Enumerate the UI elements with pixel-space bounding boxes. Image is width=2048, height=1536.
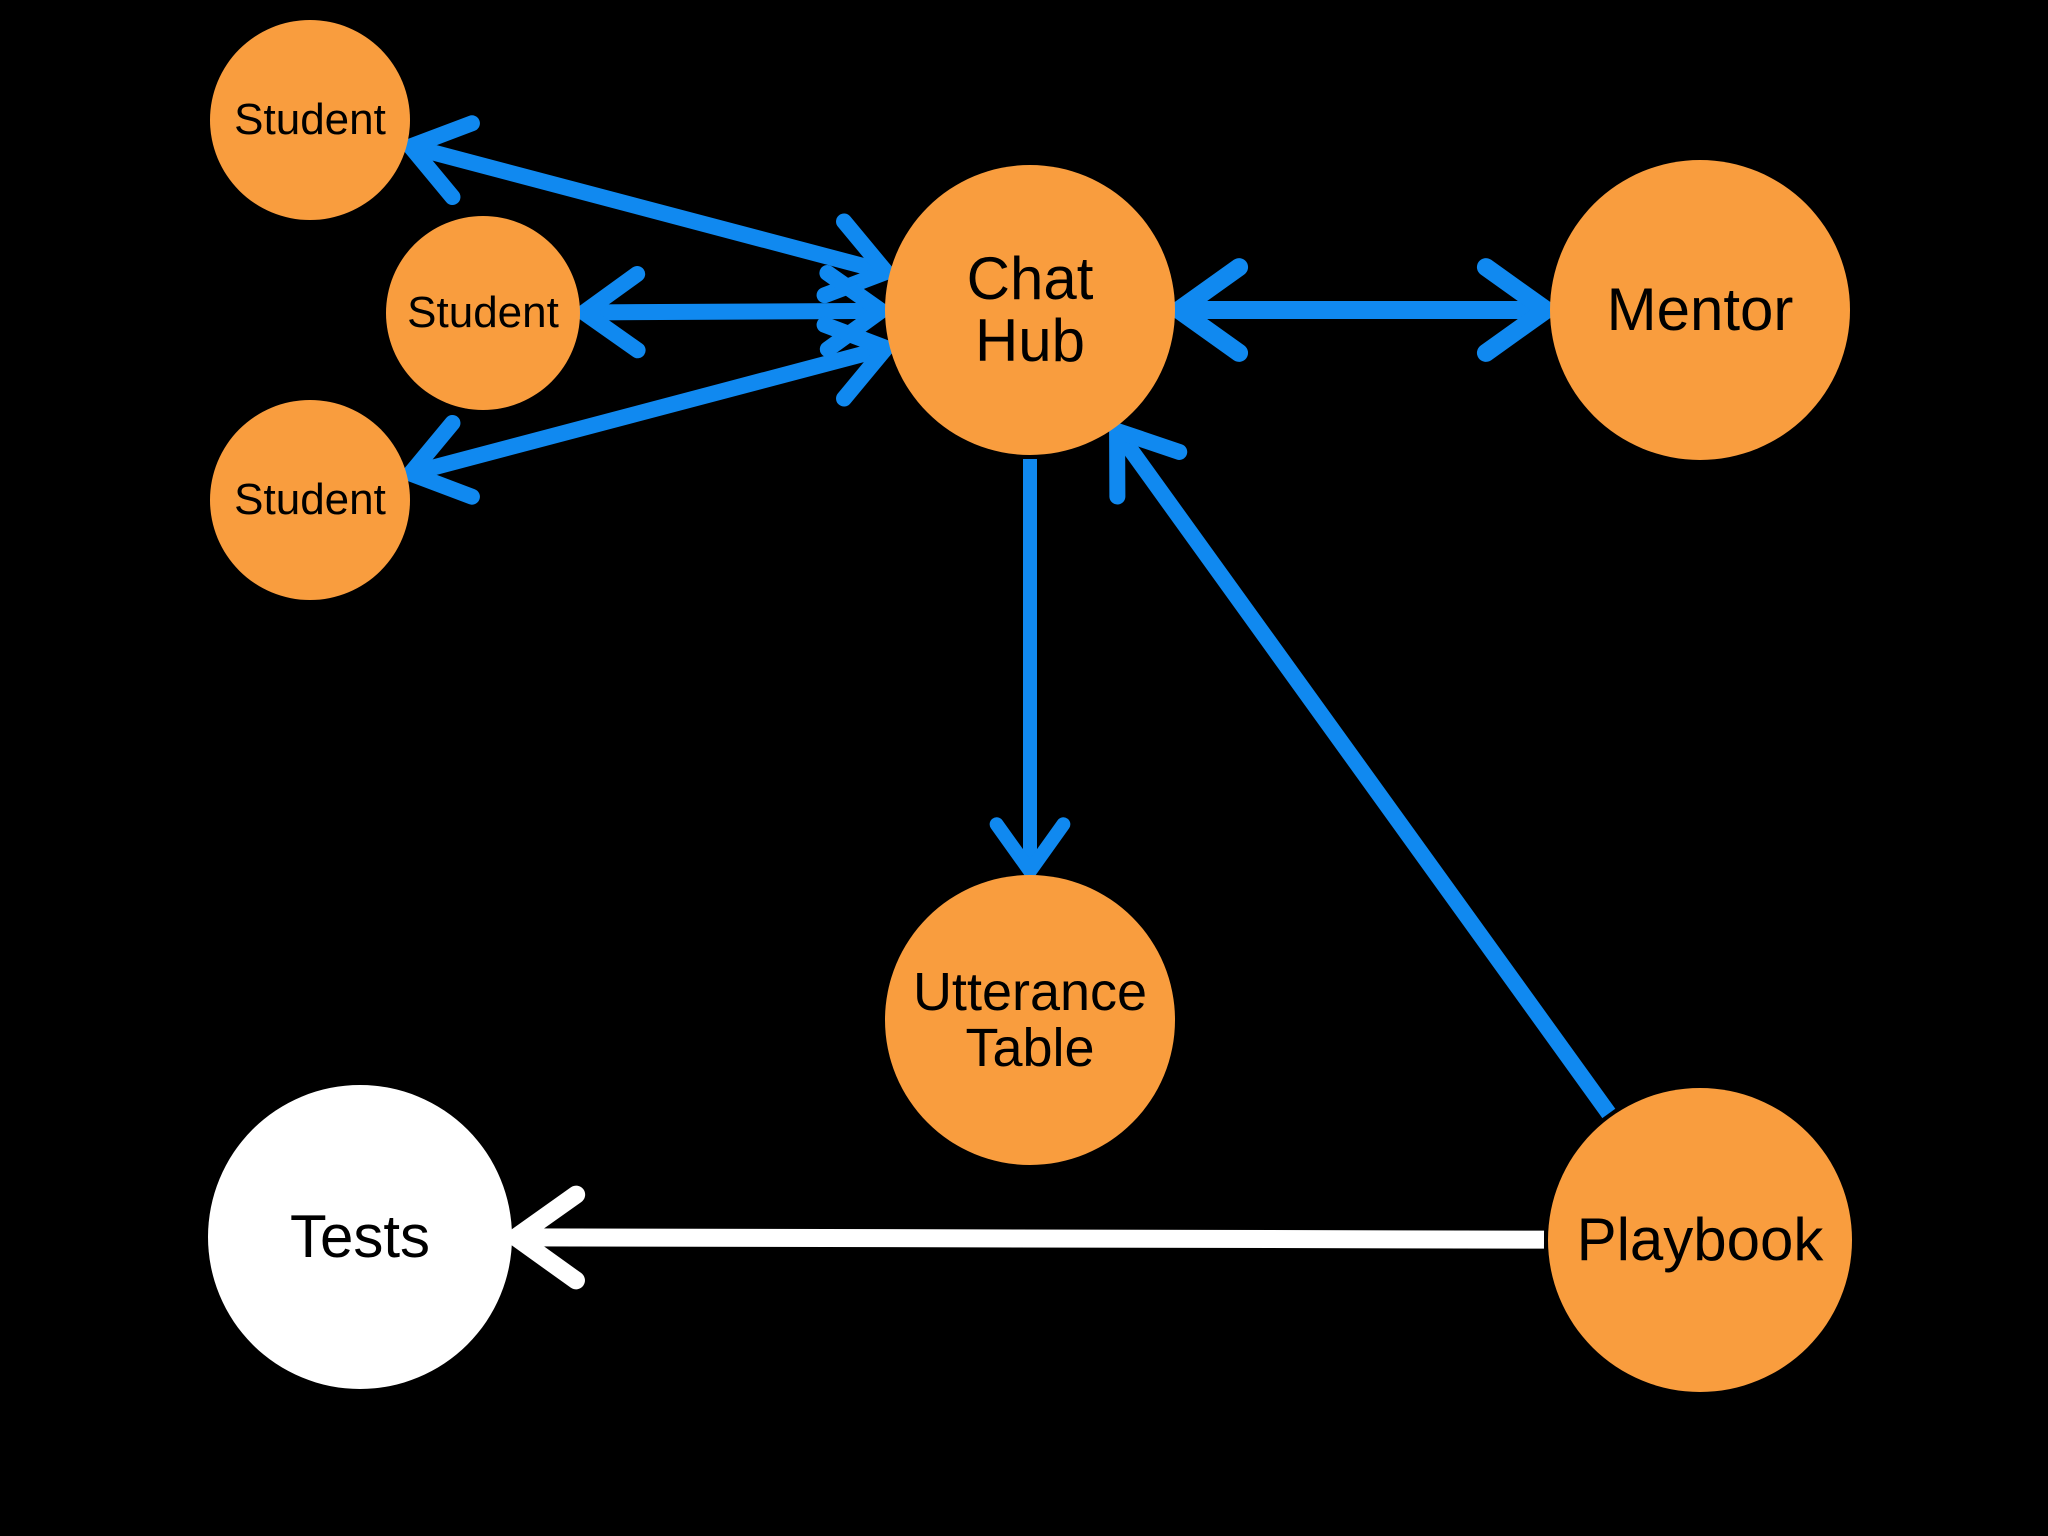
node-label: Chat Hub [966,244,1094,374]
node-student-3[interactable]: Student [210,400,410,600]
node-label: Student [234,475,386,525]
edge-playbook-chathub [1109,422,1616,1119]
node-playbook[interactable]: Playbook [1548,1088,1852,1392]
node-student-2[interactable]: Student [386,216,580,410]
node-chat-hub[interactable]: Chat Hub [885,165,1175,455]
node-label: Tests [289,1202,431,1270]
node-label: Playbook [1576,1205,1824,1273]
node-label: Student [407,288,559,338]
edge-chathub-utterancetable [989,459,1071,878]
node-mentor[interactable]: Mentor [1550,160,1850,460]
edge-chathub-mentor [1170,258,1555,362]
edge-playbook-tests [506,1185,1545,1290]
node-label: Student [234,95,386,145]
node-label: Mentor [1606,275,1794,343]
node-utterance-table[interactable]: Utterance Table [885,875,1175,1165]
node-tests[interactable]: Tests [208,1085,512,1389]
node-label: Utterance Table [912,961,1148,1078]
edge-student2-chathub [575,264,890,359]
edge-student3-chathub [402,316,894,505]
node-student-1[interactable]: Student [210,20,410,220]
